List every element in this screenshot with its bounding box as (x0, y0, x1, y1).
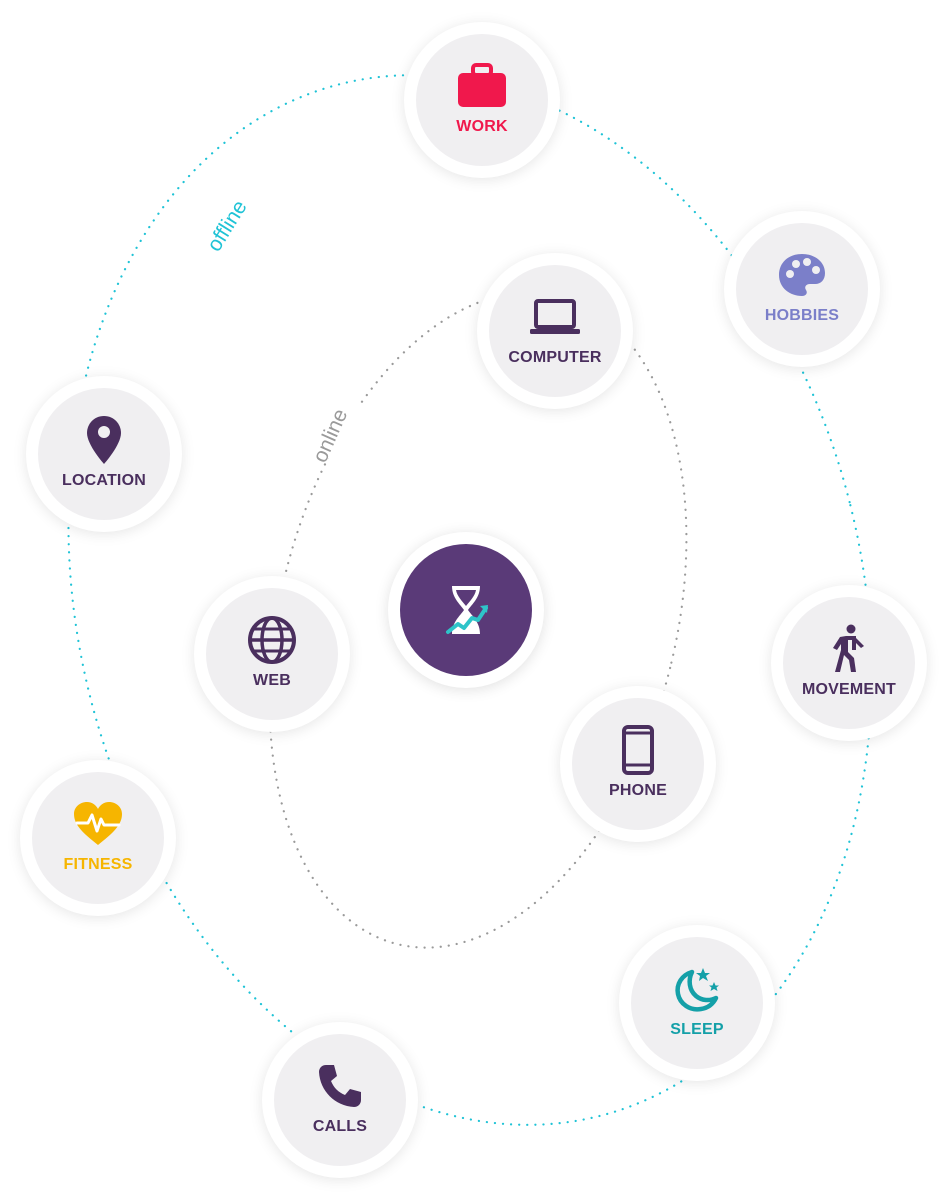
fitness-node[interactable]: FITNESS (20, 760, 176, 916)
globe-icon (246, 614, 298, 666)
movement-node[interactable]: MOVEMENT (771, 585, 927, 741)
briefcase-icon (456, 60, 508, 112)
heart-pulse-icon (72, 798, 124, 850)
computer-label: COMPUTER (508, 349, 602, 366)
movement-label: MOVEMENT (801, 681, 897, 698)
center-logo[interactable] (388, 532, 544, 688)
web-label: WEB (253, 672, 291, 689)
hobbies-node[interactable]: HOBBIES (724, 211, 880, 367)
map-pin-icon (78, 414, 130, 466)
walking-icon (823, 623, 875, 675)
phone-label: PHONE (609, 782, 667, 799)
smartphone-icon (612, 724, 664, 776)
hobbies-label: HOBBIES (764, 307, 840, 324)
hourglass-trend-icon (446, 586, 488, 634)
work-label: WORK (456, 118, 508, 135)
phone-node[interactable]: PHONE (560, 686, 716, 842)
moon-stars-icon (671, 963, 723, 1015)
sleep-label: SLEEP (670, 1021, 724, 1038)
online-orbit (268, 291, 688, 949)
laptop-icon (529, 291, 581, 343)
computer-node[interactable]: COMPUTER (477, 253, 633, 409)
phone-handset-icon (314, 1060, 366, 1112)
center-disc (400, 544, 532, 676)
web-node[interactable]: WEB (194, 576, 350, 732)
palette-icon (776, 249, 828, 301)
sleep-node[interactable]: SLEEP (619, 925, 775, 1081)
location-node[interactable]: LOCATION (26, 376, 182, 532)
work-node[interactable]: WORK (404, 22, 560, 178)
calls-node[interactable]: CALLS (262, 1022, 418, 1178)
fitness-label: FITNESS (63, 856, 133, 873)
location-label: LOCATION (62, 472, 146, 489)
calls-label: CALLS (312, 1118, 368, 1135)
